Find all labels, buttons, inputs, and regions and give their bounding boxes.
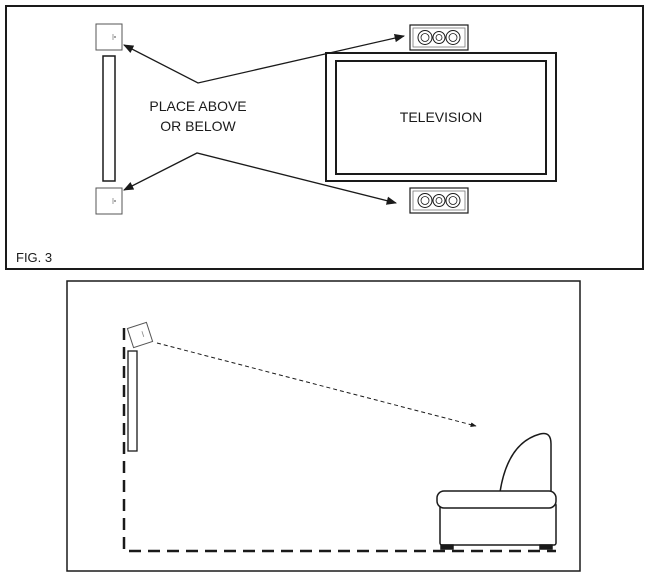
side-view-panel bbox=[66, 280, 581, 572]
sound-direction-line bbox=[156, 342, 477, 427]
placement-note-line2: OR BELOW bbox=[160, 118, 236, 134]
figure-caption: FIG. 3 bbox=[16, 250, 52, 265]
armchair-icon bbox=[436, 432, 557, 550]
center-speaker-icon bbox=[409, 187, 469, 214]
small-speaker-icon bbox=[95, 23, 123, 51]
figure-3-panel: TELEVISION PLACE bbox=[5, 5, 644, 270]
left-wall-panel bbox=[102, 55, 116, 182]
wall-panel bbox=[127, 350, 138, 452]
small-speaker-icon bbox=[95, 187, 123, 215]
tv-label: TELEVISION bbox=[400, 109, 482, 125]
placement-note-line1: PLACE ABOVE bbox=[149, 98, 246, 114]
television: TELEVISION bbox=[325, 52, 557, 182]
wall-speaker-icon bbox=[126, 321, 154, 349]
center-speaker-icon bbox=[409, 24, 469, 51]
placement-arrows bbox=[123, 34, 406, 205]
